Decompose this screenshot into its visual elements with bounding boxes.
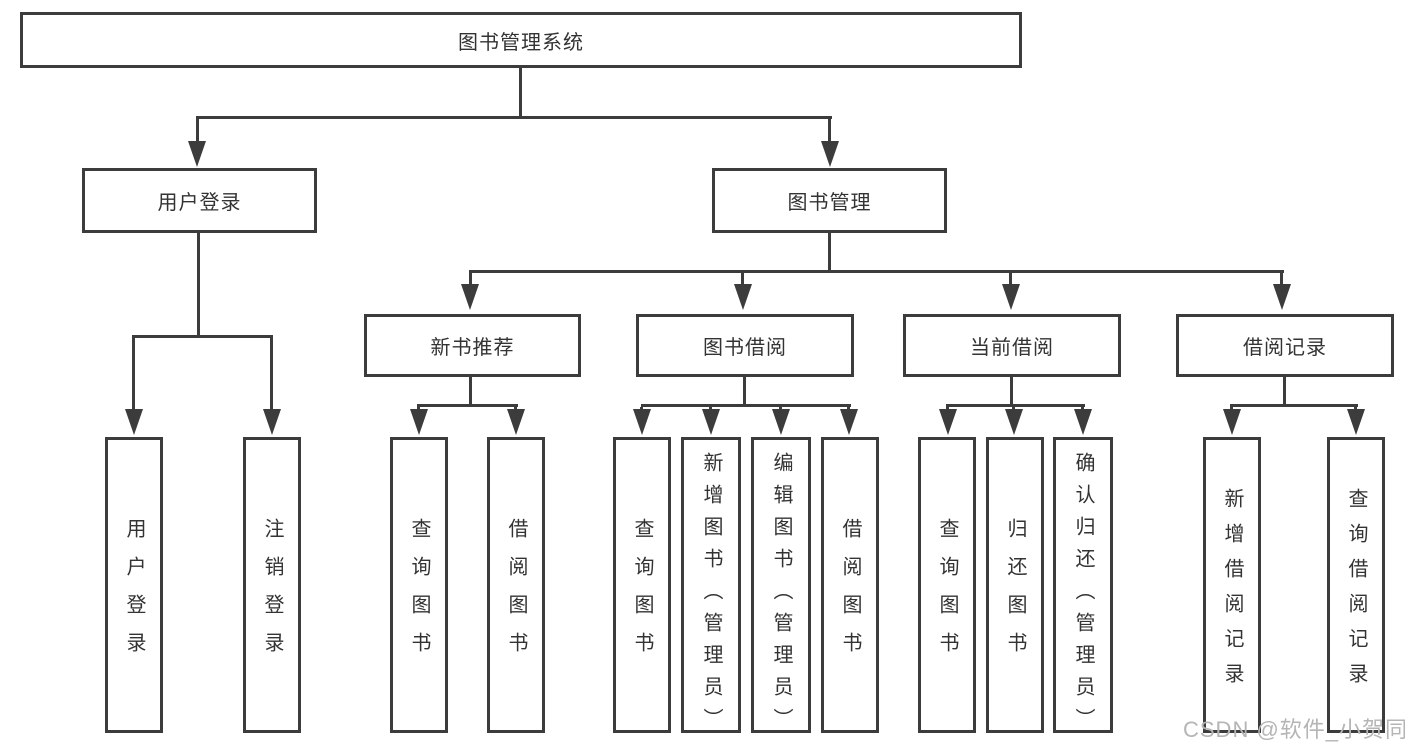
- node-borrowing: 图书借阅: [636, 314, 854, 377]
- arrow-to-bw-leaf4: [840, 409, 858, 435]
- connector-borrowing-down: [743, 377, 746, 407]
- connector-new-books-down: [469, 377, 472, 407]
- connector-user-login-down: [197, 233, 200, 338]
- leaf-user-login-label: 用户登录: [123, 518, 145, 670]
- leaf-bw-query-books: 查询图书: [613, 437, 671, 733]
- connector-book-mgmt-down: [828, 233, 831, 273]
- arrow-to-bw-leaf2: [702, 409, 720, 435]
- arrow-to-new-books: [461, 284, 479, 310]
- leaf-nb-borrow-books: 借阅图书: [487, 437, 545, 733]
- connector-records-branch: [1230, 404, 1358, 407]
- leaf-cb-confirm-return-admin-label: 确认归还（管理员）: [1072, 452, 1094, 740]
- connector-current-down: [1010, 377, 1013, 407]
- arrow-to-bw-leaf1: [633, 409, 651, 435]
- connector-level2-branch: [196, 116, 832, 119]
- leaf-bw-borrow-books: 借阅图书: [821, 437, 879, 733]
- leaf-nb-borrow-books-label: 借阅图书: [505, 518, 527, 670]
- arrow-to-cb-leaf2: [1005, 409, 1023, 435]
- arrow-to-cb-leaf1: [939, 409, 957, 435]
- connector-root-stem: [519, 68, 522, 119]
- arrow-to-login-leaf2: [263, 409, 281, 435]
- connector-user-login-stem: [196, 119, 199, 142]
- connector-level3-branch: [469, 270, 1284, 273]
- arrow-to-rc-leaf2: [1347, 409, 1365, 435]
- node-user-login: 用户登录: [82, 168, 317, 233]
- connector-stem-login-leaf1: [132, 338, 135, 409]
- arrow-to-borrowing: [734, 284, 752, 310]
- node-root-library-system: 图书管理系统: [20, 12, 1022, 68]
- leaf-cb-return-books: 归还图书: [986, 437, 1044, 733]
- leaf-nb-query-books: 查询图书: [390, 437, 448, 733]
- connector-user-login-branch: [132, 335, 273, 338]
- leaf-cb-query-books-label: 查询图书: [936, 518, 958, 670]
- arrow-to-login-leaf1: [125, 409, 143, 435]
- node-book-management: 图书管理: [712, 168, 947, 233]
- leaf-logout: 注销登录: [243, 437, 301, 733]
- leaf-user-login: 用户登录: [105, 437, 163, 733]
- leaf-rc-query-record-label: 查询借阅记录: [1345, 487, 1367, 698]
- leaf-rc-query-record: 查询借阅记录: [1327, 437, 1385, 733]
- arrow-to-cb-leaf3: [1074, 409, 1092, 435]
- arrow-to-rc-leaf1: [1223, 409, 1241, 435]
- leaf-bw-borrow-books-label: 借阅图书: [839, 518, 861, 670]
- connector-new-books-branch: [417, 404, 518, 407]
- leaf-rc-add-record: 新增借阅记录: [1203, 437, 1261, 733]
- connector-records-down: [1283, 377, 1286, 407]
- connector-stem-new-books: [469, 273, 472, 285]
- connector-book-mgmt-stem: [828, 119, 831, 142]
- node-new-books: 新书推荐: [364, 314, 581, 377]
- connector-stem-current: [1009, 273, 1012, 285]
- connector-current-branch: [946, 404, 1085, 407]
- arrow-to-user-login: [188, 141, 206, 167]
- connector-borrowing-branch: [641, 404, 851, 407]
- arrow-to-bw-leaf3: [772, 409, 790, 435]
- leaf-nb-query-books-label: 查询图书: [408, 518, 430, 670]
- connector-stem-login-leaf2: [270, 338, 273, 409]
- connector-stem-borrowing: [741, 273, 744, 285]
- arrow-to-book-mgmt: [821, 141, 839, 167]
- leaf-bw-add-books-admin: 新增图书（管理员）: [681, 437, 741, 740]
- arrow-to-records: [1273, 284, 1291, 310]
- leaf-bw-add-books-admin-label: 新增图书（管理员）: [700, 452, 722, 740]
- leaf-cb-query-books: 查询图书: [918, 437, 976, 733]
- leaf-cb-confirm-return-admin: 确认归还（管理员）: [1053, 437, 1113, 740]
- csdn-watermark: CSDN @软件_小贺同学: [1183, 717, 1405, 742]
- arrow-to-nb-leaf2: [507, 409, 525, 435]
- leaf-bw-query-books-label: 查询图书: [631, 518, 653, 670]
- leaf-bw-edit-books-admin-label: 编辑图书（管理员）: [770, 452, 792, 740]
- leaf-rc-add-record-label: 新增借阅记录: [1221, 487, 1243, 698]
- node-borrow-records: 借阅记录: [1176, 314, 1394, 377]
- arrow-to-current: [1002, 284, 1020, 310]
- leaf-cb-return-books-label: 归还图书: [1004, 518, 1026, 670]
- connector-stem-records: [1280, 273, 1283, 285]
- leaf-logout-label: 注销登录: [261, 518, 283, 670]
- leaf-bw-edit-books-admin: 编辑图书（管理员）: [751, 437, 811, 740]
- node-current-borrow: 当前借阅: [903, 314, 1121, 377]
- arrow-to-nb-leaf1: [410, 409, 428, 435]
